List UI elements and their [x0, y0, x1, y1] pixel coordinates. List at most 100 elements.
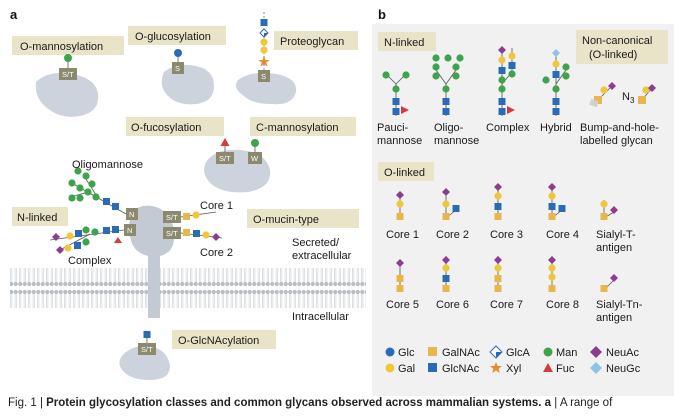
- bump-label: Bump-and-hole-: [580, 122, 659, 134]
- oligomannose-glycan-b: [432, 54, 464, 116]
- label-box: [274, 31, 358, 50]
- protein-blob: [161, 64, 214, 105]
- man-icon: [64, 54, 72, 62]
- azide-subscript: 3: [630, 96, 635, 105]
- core2-label: Core 2: [200, 247, 233, 259]
- label-box: [126, 117, 224, 136]
- sialyl-tn-label-2: antigen: [596, 312, 632, 324]
- c-mannosylation-label: C-mannosylation: [256, 122, 339, 134]
- sialyl-t-label: Sialyl-T-: [596, 229, 636, 241]
- xyl-icon: [258, 56, 270, 67]
- man-icon: [543, 347, 553, 357]
- site-chip-label: S/T: [166, 229, 178, 238]
- protein-blob: [35, 73, 99, 117]
- core8-glycan-b: [548, 256, 556, 292]
- paucimannose-label-2: mannose: [377, 135, 422, 147]
- complex-glycan-b: [498, 46, 516, 116]
- fuc-icon: [543, 363, 553, 372]
- site-chip-label: W: [251, 154, 259, 163]
- panel-a-letter: a: [10, 7, 18, 22]
- proteoglycan-label: Proteoglycan: [280, 36, 344, 48]
- o-fucosylation-label: O-fucosylation: [131, 122, 201, 134]
- core1-b-label: Core 1: [386, 229, 419, 241]
- paucimannose-label: Pauci-: [377, 122, 409, 134]
- oligomannose-label: Oligomannose: [72, 159, 143, 171]
- label-box: [12, 36, 124, 55]
- cell-membrane: [10, 260, 366, 308]
- legend-gal: Gal: [398, 363, 415, 375]
- protein-blob: [236, 72, 297, 105]
- oligomannose-b-label: Oligo-: [434, 122, 464, 134]
- site-chip-label: N: [127, 226, 132, 235]
- oligomannose-glycan: [68, 167, 127, 215]
- sialyl-t-label-2: antigen: [596, 242, 632, 254]
- label-box: [172, 330, 276, 349]
- noncanonical-label-2: (O-linked): [589, 49, 637, 61]
- core4-glycan-b: [548, 183, 566, 220]
- legend-neuac: NeuAc: [606, 347, 640, 359]
- core1-glycan: [180, 211, 217, 220]
- site-chip: [59, 68, 77, 80]
- azide-label: N: [622, 91, 630, 103]
- hybrid-label: Hybrid: [540, 122, 572, 134]
- bump-and-hole-glycan: [589, 82, 656, 108]
- label-box: [576, 30, 668, 64]
- o-glcnac-label: O-GlcNAcylation: [178, 335, 259, 347]
- site-chip: [172, 62, 184, 74]
- label-box: [378, 32, 436, 51]
- site-chip-label: S/T: [219, 154, 231, 163]
- extracellular-label: extracellular: [292, 250, 352, 262]
- figure-caption: Fig. 1 | Protein glycosylation classes a…: [8, 397, 678, 409]
- core2-glycan-b: [442, 188, 460, 220]
- site-chip-label: S/T: [62, 70, 74, 79]
- gal-icon: [385, 363, 395, 373]
- label-box: [247, 209, 359, 228]
- paucimannose-glycan: [382, 71, 410, 116]
- panel-b-background: [372, 24, 674, 396]
- site-chip: [163, 227, 181, 239]
- xyl-icon: [490, 362, 502, 373]
- site-chip: [216, 152, 234, 164]
- site-chip: [126, 208, 138, 220]
- site-chip-label: S/T: [141, 345, 153, 354]
- site-chip-label: N: [129, 210, 134, 219]
- gal-icon: [260, 46, 268, 54]
- label-box: [128, 26, 226, 45]
- caption-title: Protein glycosylation classes and common…: [46, 397, 552, 409]
- core4-b-label: Core 4: [546, 229, 579, 241]
- bump-label-2: labelled glycan: [580, 135, 653, 147]
- core6-b-label: Core 6: [436, 299, 469, 311]
- core2-glycan: [180, 229, 223, 241]
- n-linked-label: N-linked: [17, 212, 57, 224]
- galnac-icon: [428, 347, 437, 356]
- core1-glycan-b: [396, 191, 404, 220]
- gal-icon: [260, 38, 268, 46]
- core5-b-label: Core 5: [386, 299, 419, 311]
- panel-b-letter: b: [378, 7, 386, 22]
- complex-glycan: [49, 226, 125, 254]
- glc-icon: [174, 49, 182, 57]
- core7-b-label: Core 7: [490, 299, 523, 311]
- o-mannosylation-label: O-mannosylation: [20, 41, 103, 53]
- core7-glycan-b: [494, 256, 502, 292]
- site-chip-label: S/T: [166, 213, 178, 222]
- core3-b-label: Core 3: [490, 229, 523, 241]
- o-glucosylation-label: O-glucosylation: [135, 31, 211, 43]
- man-icon: [251, 139, 259, 147]
- o-linked-section-label: O-linked: [384, 167, 425, 179]
- glcnac-icon: [143, 331, 151, 338]
- core2-b-label: Core 2: [436, 229, 469, 241]
- legend-glcnac: GlcNAc: [442, 363, 480, 375]
- site-chip: [258, 70, 270, 82]
- legend-glca: GlcA: [506, 347, 531, 359]
- caption-fig: Fig. 1 |: [8, 397, 47, 409]
- sialyl-t-glycan: [600, 200, 618, 220]
- legend-xyl: Xyl: [506, 363, 521, 375]
- neuac-icon: [590, 346, 602, 358]
- legend-glc: Glc: [398, 347, 415, 359]
- site-chip-label: S: [175, 64, 180, 73]
- protein-blob: [119, 345, 170, 380]
- core5-glycan-b: [396, 259, 404, 292]
- core1-label: Core 1: [200, 200, 233, 212]
